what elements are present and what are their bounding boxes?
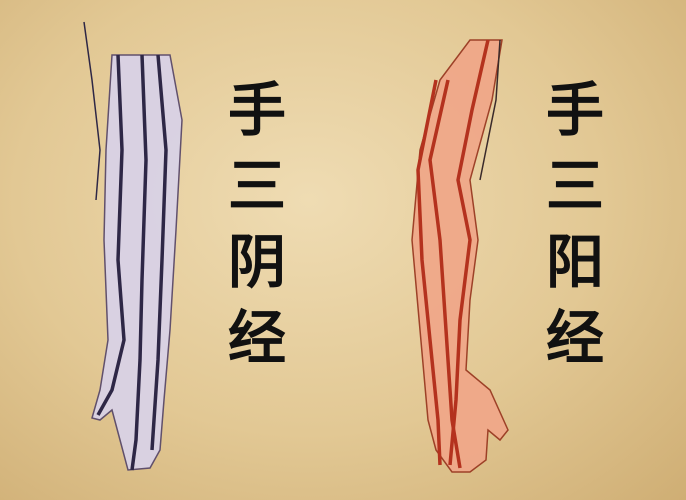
pericardium-meridian-line: [130, 54, 148, 471]
yang-meridian-lines: [416, 39, 490, 469]
heart-meridian-line: [150, 54, 168, 451]
title-hand-three-yang-meridians: 手 三 阳 经: [540, 72, 610, 376]
shoulder-outline-right: [479, 39, 501, 181]
title-char: 三: [227, 152, 286, 220]
small-intestine-meridian-line: [416, 79, 442, 466]
large-intestine-meridian-line: [448, 39, 490, 466]
title-char: 三: [545, 152, 604, 220]
right-arm-silhouette: [411, 39, 509, 473]
title-char: 阳: [545, 228, 604, 296]
title-char: 手: [545, 76, 604, 144]
title-char: 阴: [227, 228, 286, 296]
title-char: 手: [227, 76, 286, 144]
shoulder-outline: [83, 21, 101, 201]
lung-meridian-line: [96, 54, 126, 416]
triple-burner-meridian-line: [428, 79, 462, 469]
title-char: 经: [227, 304, 286, 372]
title-char: 经: [545, 304, 604, 372]
yin-meridian-lines: [96, 54, 168, 471]
left-arm-silhouette: [91, 54, 183, 471]
title-hand-three-yin-meridians: 手 三 阴 经: [222, 72, 292, 376]
